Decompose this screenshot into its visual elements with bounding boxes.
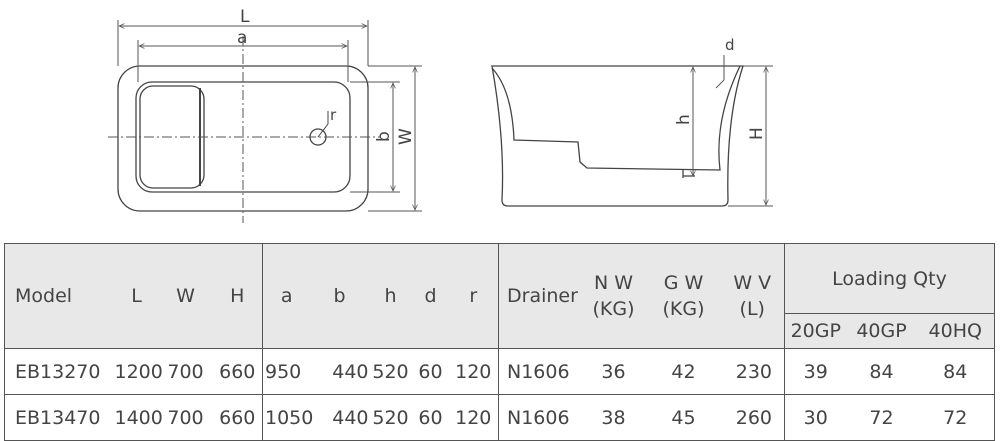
cell-nw: 38 <box>580 394 647 441</box>
cell-a: 1050 <box>262 394 313 441</box>
label-a: a <box>237 28 247 48</box>
label-b: b <box>374 131 394 142</box>
cell-r: 120 <box>448 348 499 395</box>
side-view <box>491 65 744 207</box>
cell-W: 700 <box>158 348 213 395</box>
cell-h: 520 <box>368 348 413 395</box>
dimension-d <box>715 55 725 89</box>
cell-d: 60 <box>412 348 449 395</box>
table-row: EB13470 1400 700 660 1050 440 520 60 120… <box>4 394 996 441</box>
cell-40gp: 72 <box>846 394 917 441</box>
cell-d: 60 <box>412 394 449 441</box>
header-nw: N W (KG) <box>580 243 647 349</box>
header-model: Model <box>4 243 115 349</box>
cell-H: 660 <box>212 394 263 441</box>
table-row: EB13270 1200 700 660 950 440 520 60 120 … <box>4 348 996 395</box>
dimension-b <box>350 81 400 193</box>
cell-model: EB13270 <box>4 348 115 395</box>
header-nw-line1: N W <box>593 272 634 294</box>
label-d: d <box>725 36 735 54</box>
header-20gp: 20GP <box>784 313 847 349</box>
cell-drainer: N1606 <box>498 348 581 395</box>
header-r: r <box>448 243 499 349</box>
header-40hq: 40HQ <box>916 313 996 349</box>
header-H: H <box>212 243 263 349</box>
cell-L: 1400 <box>114 394 163 441</box>
header-wv-line1: W V <box>733 272 772 294</box>
cell-gw: 42 <box>646 348 721 395</box>
bathtub-technical-drawing: L a W b r d h <box>108 7 773 223</box>
cell-wv: 260 <box>720 394 785 441</box>
header-gw: G W (KG) <box>646 243 721 349</box>
side-outer-profile <box>491 65 744 207</box>
header-d: d <box>412 243 449 349</box>
side-inner-profile <box>491 65 741 171</box>
cell-r: 120 <box>448 394 499 441</box>
cell-40gp: 84 <box>846 348 917 395</box>
header-gw-line1: G W <box>663 272 704 294</box>
label-h: h <box>674 114 694 125</box>
dimension-W <box>368 65 422 212</box>
cell-b: 440 <box>310 394 369 441</box>
cell-40hq: 84 <box>916 348 996 395</box>
dimension-a <box>137 40 349 82</box>
header-wv: W V (L) <box>720 243 785 349</box>
label-L: L <box>240 7 250 27</box>
specification-table: Model L W H a b h d r Drainer N W (KG) G… <box>4 243 996 441</box>
header-drainer: Drainer <box>498 243 581 349</box>
header-loading-qty: Loading Qty <box>784 243 996 314</box>
cell-20gp: 30 <box>784 394 847 441</box>
cell-40hq: 72 <box>916 394 996 441</box>
header-wv-line2: (L) <box>739 298 765 320</box>
cell-h: 520 <box>368 394 413 441</box>
cell-20gp: 39 <box>784 348 847 395</box>
cell-wv: 230 <box>720 348 785 395</box>
label-W: W <box>396 128 416 145</box>
cell-W: 700 <box>158 394 213 441</box>
label-H: H <box>747 127 767 140</box>
cell-L: 1200 <box>114 348 163 395</box>
cell-H: 660 <box>212 348 263 395</box>
header-b: b <box>310 243 369 349</box>
cell-a: 950 <box>262 348 311 395</box>
center-lines <box>108 36 380 223</box>
header-W: W <box>158 243 213 349</box>
table-header-row: Model L W H a b h d r Drainer N W (KG) G… <box>4 243 996 349</box>
cell-b: 440 <box>310 348 369 395</box>
header-40gp: 40GP <box>846 313 917 349</box>
label-r: r <box>330 106 337 124</box>
cell-drainer: N1606 <box>498 394 581 441</box>
header-h: h <box>368 243 413 349</box>
header-L: L <box>114 243 159 349</box>
dimension-H <box>728 65 773 207</box>
header-gw-line2: (KG) <box>662 298 705 320</box>
cell-gw: 45 <box>646 394 721 441</box>
cell-nw: 36 <box>580 348 647 395</box>
header-a: a <box>262 243 311 349</box>
cell-model: EB13470 <box>4 394 115 441</box>
header-nw-line2: (KG) <box>592 298 635 320</box>
dimension-L <box>117 20 369 66</box>
